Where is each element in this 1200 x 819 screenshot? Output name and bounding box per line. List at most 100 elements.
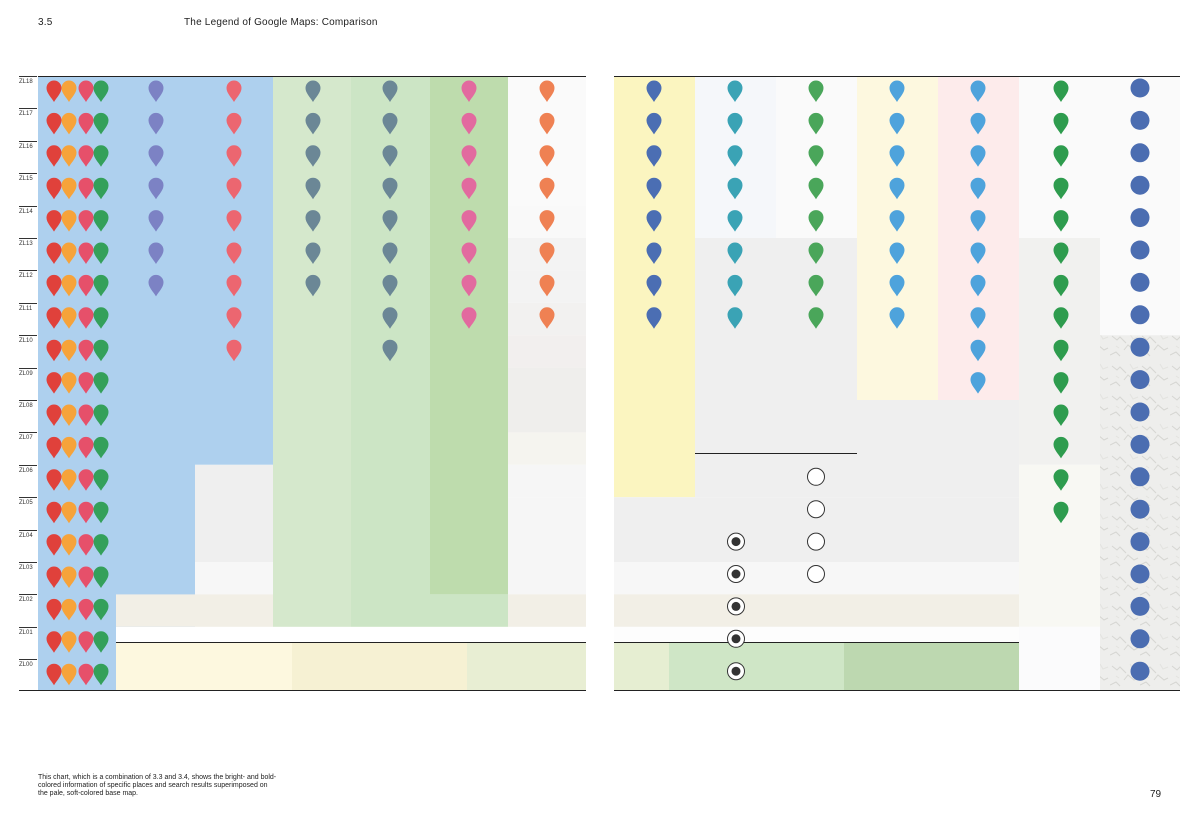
map-pin-icon <box>148 242 164 264</box>
zoom-level-label: ZL04 <box>19 532 33 539</box>
zoom-level-label: ZL00 <box>19 662 33 669</box>
map-pin-icon <box>1053 274 1069 297</box>
map-area <box>116 642 292 690</box>
zoom-level-tick <box>19 464 37 466</box>
map-pin-icon <box>461 274 477 297</box>
map-pin-icon <box>889 80 905 102</box>
hollow-circle-icon <box>807 565 825 583</box>
map-pin-icon <box>148 112 164 135</box>
target-dot-icon <box>731 537 741 547</box>
map-pin-icon <box>61 663 77 686</box>
divider-line <box>614 690 1180 691</box>
zoom-level-tick <box>19 302 37 304</box>
map-pin-icon <box>61 631 77 653</box>
map-pin-icon <box>889 145 905 167</box>
map-pin-icon <box>382 339 398 362</box>
search-result-dot-icon <box>1130 370 1150 390</box>
zoom-level-tick <box>19 659 37 661</box>
map-pin-icon <box>78 307 94 329</box>
map-area <box>467 642 586 690</box>
map-pin-icon <box>808 307 824 329</box>
section-number: 3.5 <box>38 17 53 28</box>
zoom-level-label: ZL07 <box>19 435 33 442</box>
caption-line: This chart, which is a combination of 3.… <box>38 774 277 781</box>
map-area <box>844 642 1019 690</box>
map-pin-icon <box>461 177 477 200</box>
zoom-level-label: ZL05 <box>19 500 33 507</box>
map-pin-icon <box>78 566 94 588</box>
map-pin-icon <box>1053 404 1069 426</box>
zoom-level-label: ZL09 <box>19 370 33 377</box>
zoom-level-tick <box>19 108 37 110</box>
map-pin-icon <box>808 112 824 135</box>
map-pin-icon <box>1053 339 1069 362</box>
map-pin-icon <box>539 274 555 297</box>
zoom-level-tick <box>19 432 37 434</box>
map-pin-icon <box>305 177 321 200</box>
map-pin-icon <box>382 112 398 135</box>
map-area <box>1019 464 1100 627</box>
map-pin-icon <box>461 80 477 102</box>
map-pin-icon <box>727 112 743 135</box>
zoom-level-tick <box>19 205 37 207</box>
zoom-level-tick <box>19 238 37 239</box>
map-pin-icon <box>808 242 824 264</box>
map-pin-icon <box>382 274 398 297</box>
map-pin-icon <box>889 210 905 232</box>
map-area <box>508 432 586 465</box>
map-area <box>292 642 467 690</box>
map-pin-icon <box>93 404 109 426</box>
zoom-level-tick <box>19 529 37 531</box>
map-pin-icon <box>78 372 94 394</box>
map-pin-icon <box>646 145 662 167</box>
map-area <box>116 594 273 627</box>
map-pin-icon <box>226 210 242 232</box>
map-pin-icon <box>1053 80 1069 102</box>
zoom-level-label: ZL14 <box>19 208 33 215</box>
map-pin-icon <box>539 80 555 102</box>
map-pin-icon <box>305 112 321 135</box>
map-pin-icon <box>461 307 477 329</box>
map-pin-icon <box>93 566 109 588</box>
map-pin-icon <box>78 469 94 491</box>
search-result-dot-icon <box>1130 661 1150 681</box>
map-pin-icon <box>93 436 109 459</box>
map-pin-icon <box>46 210 62 232</box>
map-area <box>195 562 273 595</box>
map-pin-icon <box>148 145 164 167</box>
map-pin-icon <box>93 210 109 232</box>
map-pin-icon <box>78 242 94 264</box>
map-pin-icon <box>148 177 164 200</box>
map-pin-icon <box>646 242 662 264</box>
map-pin-icon <box>61 598 77 621</box>
map-pin-icon <box>889 177 905 200</box>
map-pin-icon <box>305 242 321 264</box>
map-pin-icon <box>727 307 743 329</box>
map-pin-icon <box>970 177 986 200</box>
map-pin-icon <box>382 80 398 102</box>
map-pin-icon <box>46 469 62 491</box>
map-area <box>614 642 669 690</box>
map-pin-icon <box>46 663 62 686</box>
map-area <box>508 562 586 595</box>
map-pin-icon <box>93 112 109 135</box>
map-pin-icon <box>1053 307 1069 329</box>
search-result-dot-icon <box>1130 629 1150 649</box>
search-result-dot-icon <box>1130 240 1150 260</box>
map-pin-icon <box>727 242 743 264</box>
map-pin-icon <box>61 372 77 394</box>
map-pin-icon <box>61 177 77 200</box>
map-pin-icon <box>61 242 77 264</box>
map-pin-icon <box>646 112 662 135</box>
map-pin-icon <box>461 145 477 167</box>
search-result-dot-icon <box>1130 272 1150 292</box>
zoom-level-tick <box>19 270 37 272</box>
map-pin-icon <box>1053 436 1069 459</box>
map-pin-icon <box>727 177 743 200</box>
map-pin-icon <box>889 242 905 264</box>
map-pin-icon <box>226 274 242 297</box>
map-pin-icon <box>646 307 662 329</box>
map-pin-icon <box>46 274 62 297</box>
map-pin-icon <box>727 145 743 167</box>
map-pin-icon <box>646 210 662 232</box>
